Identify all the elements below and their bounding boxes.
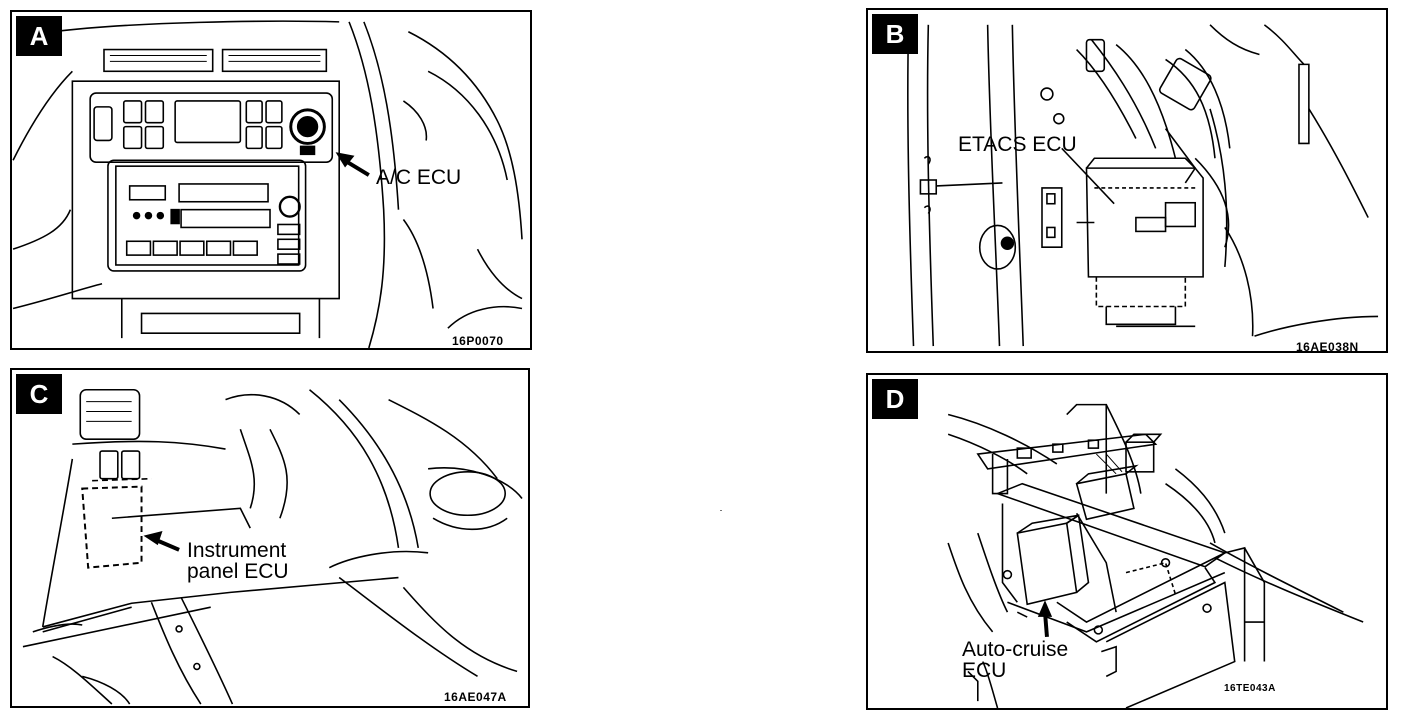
callout-line-2: panel ECU (187, 560, 289, 583)
scan-speck (720, 510, 722, 511)
panel-a-code: 16P0070 (452, 334, 504, 348)
callout-ac-ecu: A/C ECU (376, 166, 462, 189)
panel-a: A A/C ECU 16P0070 (10, 10, 532, 350)
panel-d: D Auto-cruise ECU 16TE043A (866, 373, 1388, 710)
panel-d-letter: D (872, 379, 918, 419)
panel-b-drawing (907, 24, 1379, 347)
callout-line-1: Auto-cruise (962, 638, 1069, 661)
callout-etacs-ecu: ETACS ECU (958, 133, 1077, 156)
panel-c-drawing (22, 388, 523, 705)
callout-auto-cruise-ecu: Auto-cruise ECU (962, 639, 1068, 681)
panel-c-letter: C (16, 374, 62, 414)
panel-b: B ETACS ECU 16AE038N (866, 8, 1388, 353)
panel-b-letter: B (872, 14, 918, 54)
callout-instrument-panel-ecu: Instrument panel ECU (187, 540, 289, 582)
panel-d-drawing (947, 403, 1364, 708)
panel-c: C Instrument panel ECU 16AE047A (10, 368, 530, 708)
panel-b-code: 16AE038N (1296, 340, 1359, 353)
callout-line-1: Instrument (187, 539, 287, 562)
panel-a-letter: A (16, 16, 62, 56)
panel-d-code: 16TE043A (1224, 683, 1276, 694)
panel-a-drawing (12, 20, 523, 348)
panel-c-code: 16AE047A (444, 690, 507, 704)
callout-line-2: ECU (962, 659, 1007, 682)
